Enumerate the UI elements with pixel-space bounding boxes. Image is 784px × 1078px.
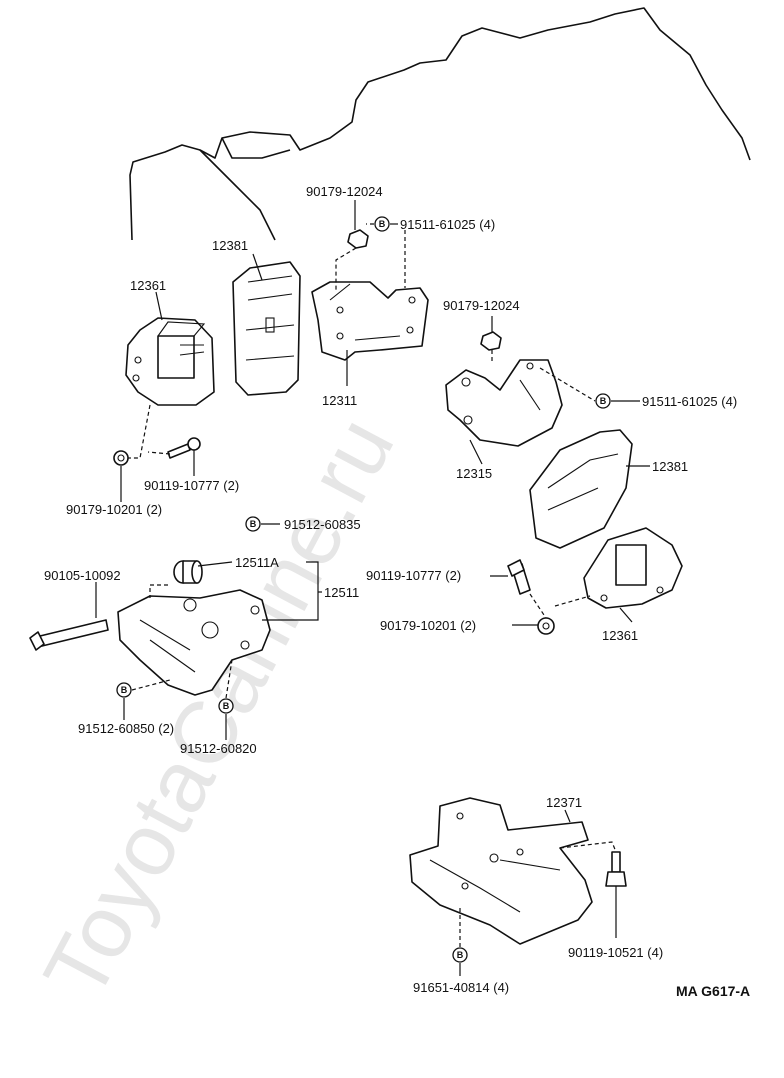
bolt-90119-10777-right xyxy=(507,559,531,595)
bushing-12511A xyxy=(173,560,203,584)
bolt-marker-91512-60835: B xyxy=(245,516,261,532)
label-12511A: 12511A xyxy=(235,555,279,570)
nut-90179-12024-b xyxy=(480,331,502,351)
label-90179-12024-a: 90179-12024 xyxy=(306,184,383,199)
bolt-90119-10521 xyxy=(605,851,627,887)
label-12361-right: 12361 xyxy=(602,628,638,643)
watermark-text: ToyotaCarline.ru xyxy=(24,402,412,1014)
leader-lines xyxy=(95,200,650,976)
svg-text:B: B xyxy=(457,950,464,960)
nut-90179-10201-right xyxy=(537,617,555,635)
bolt-marker-91651-40814: B xyxy=(452,947,468,963)
label-12371: 12371 xyxy=(546,795,582,810)
bolt-marker-91511-61025-b: B xyxy=(595,393,611,409)
label-91512-60820: 91512-60820 xyxy=(180,741,257,756)
svg-text:B: B xyxy=(223,701,230,711)
heat-insulator-12381-top xyxy=(232,261,301,396)
bolt-marker-91512-60820: B xyxy=(218,698,234,714)
label-91511-61025-a: 91511-61025 (4) xyxy=(400,217,495,232)
label-91651-40814: 91651-40814 (4) xyxy=(413,980,509,995)
svg-text:B: B xyxy=(250,519,257,529)
label-12315: 12315 xyxy=(456,466,492,481)
label-90179-12024-b: 90179-12024 xyxy=(443,298,520,313)
label-12381-right: 12381 xyxy=(652,459,688,474)
bolt-marker-91512-60850: B xyxy=(116,682,132,698)
bracket-12511 xyxy=(117,589,271,696)
label-91511-61025-b: 91511-61025 (4) xyxy=(642,394,737,409)
dashed-fastener-paths xyxy=(128,223,617,947)
svg-text:B: B xyxy=(379,219,386,229)
nut-90179-12024-a xyxy=(347,229,369,249)
label-12361-left: 12361 xyxy=(130,278,166,293)
part-labels: 12381 12361 12311 90179-12024 91511-6102… xyxy=(44,184,737,995)
engine-block-outline xyxy=(129,7,751,241)
label-91512-60835: 91512-60835 xyxy=(284,517,361,532)
label-90179-10201-left: 90179-10201 (2) xyxy=(66,502,162,517)
bolt-marker-91511-61025-a: B xyxy=(374,216,390,232)
insulator-12361-right xyxy=(583,527,683,609)
label-12511: 12511 xyxy=(324,585,359,600)
svg-text:B: B xyxy=(600,396,607,406)
bracket-12311 xyxy=(311,281,429,361)
diagram-code: MA G617-A xyxy=(676,983,750,999)
label-90119-10777-left: 90119-10777 (2) xyxy=(144,478,239,493)
label-91512-60850: 91512-60850 (2) xyxy=(78,721,174,736)
insulator-12361-left xyxy=(125,317,215,406)
label-12381-top: 12381 xyxy=(212,238,248,253)
label-90119-10777-right: 90119-10777 (2) xyxy=(366,568,461,583)
bracket-12371 xyxy=(409,797,593,945)
bolt-90105-10092 xyxy=(29,619,109,651)
label-12311: 12311 xyxy=(322,393,357,408)
label-90105-10092: 90105-10092 xyxy=(44,568,121,583)
bracket-12315 xyxy=(445,359,563,447)
bolt-90119-10777-left xyxy=(167,437,201,459)
heat-insulator-12381-right xyxy=(529,429,633,549)
nut-90179-10201-left xyxy=(113,450,129,466)
label-90119-10521: 90119-10521 (4) xyxy=(568,945,663,960)
label-90179-10201-right: 90179-10201 (2) xyxy=(380,618,476,633)
svg-text:B: B xyxy=(121,685,128,695)
